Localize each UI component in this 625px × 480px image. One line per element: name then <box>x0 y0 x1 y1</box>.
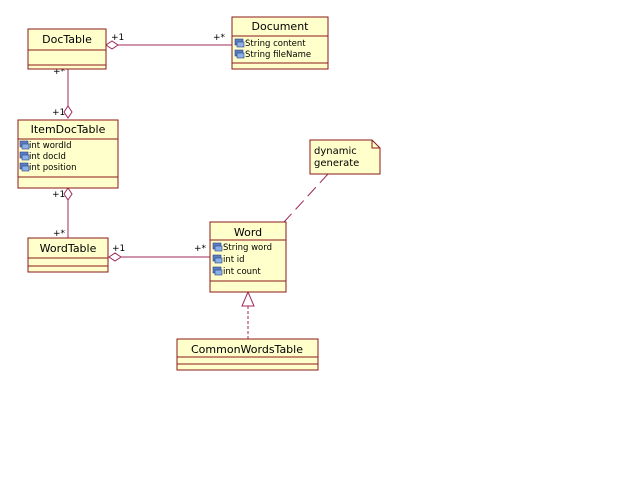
attribute-text: int wordId <box>29 141 72 151</box>
multiplicity-label: +* <box>213 33 226 43</box>
multiplicity-label: +1 <box>52 108 65 118</box>
class-name: Document <box>252 20 310 33</box>
note-text: dynamic <box>314 146 357 157</box>
aggregation-diamond <box>63 187 73 201</box>
class-itemdoctable[interactable]: ItemDocTable int wordId int docId int po… <box>17 119 119 189</box>
multiplicity-label: +1 <box>111 33 124 43</box>
class-name: CommonWordsTable <box>191 343 303 356</box>
class-wordtable[interactable]: WordTable <box>27 237 109 273</box>
class-document[interactable]: Document String content String fileName <box>231 16 329 70</box>
attribute-text: int id <box>223 255 245 265</box>
multiplicity-label: +1 <box>52 190 65 200</box>
attribute-text: String fileName <box>245 50 311 60</box>
multiplicity-label: +1 <box>112 244 125 254</box>
aggregation-diamond <box>108 252 122 262</box>
attribute-text: String word <box>223 243 272 253</box>
attribute-text: int count <box>223 267 261 277</box>
class-name: WordTable <box>40 242 97 255</box>
note-anchor-line <box>283 173 329 223</box>
class-name: ItemDocTable <box>31 123 106 136</box>
attribute-text: int position <box>29 163 76 173</box>
multiplicity-label: +* <box>194 244 207 254</box>
note-text: generate <box>314 158 359 169</box>
attribute-text: int docId <box>29 152 66 162</box>
class-name: Word <box>234 226 262 239</box>
class-doctable[interactable]: DocTable <box>27 28 107 70</box>
generalization-arrowhead <box>241 290 255 307</box>
multiplicity-label: +* <box>53 229 66 239</box>
aggregation-diamond <box>63 105 73 119</box>
attribute-text: String content <box>245 39 306 49</box>
note-dynamic-generate[interactable]: dynamic generate <box>309 139 381 175</box>
class-word[interactable]: Word String word int id int count <box>209 221 287 293</box>
multiplicity-label: +* <box>53 67 66 77</box>
aggregation-diamond <box>105 40 119 50</box>
class-commonwordstable[interactable]: CommonWordsTable <box>176 338 319 371</box>
class-name: DocTable <box>42 33 92 46</box>
